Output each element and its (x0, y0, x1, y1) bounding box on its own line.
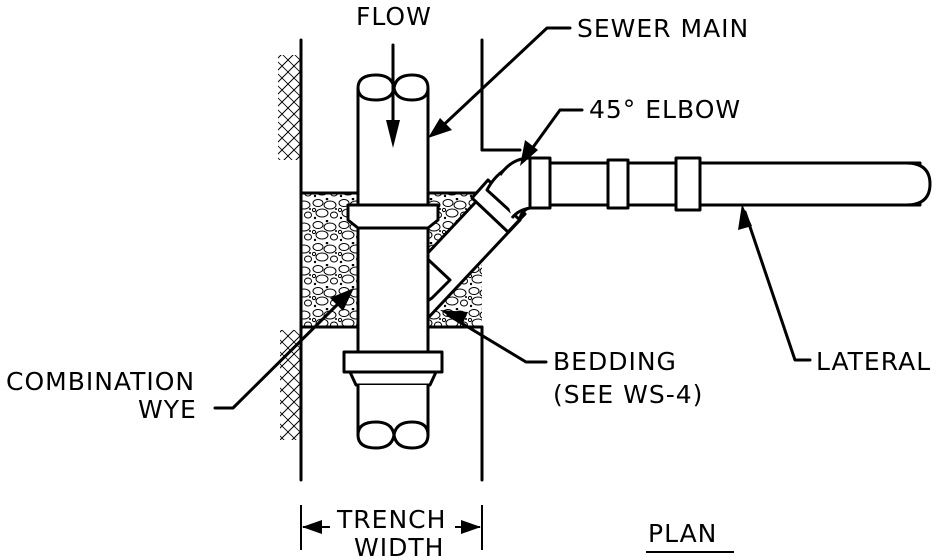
soil-hatch (278, 55, 300, 440)
trench-label-line2: WIDTH (354, 533, 444, 560)
combination-wye-leader (213, 288, 354, 410)
sewer-main-label: SEWER MAIN (577, 14, 749, 43)
lateral-leader (738, 204, 812, 362)
combination-label-line1: COMBINATION (6, 367, 195, 396)
elbow-leader (520, 108, 584, 166)
combination-wye-body (342, 203, 444, 387)
lateral-pipe (548, 156, 932, 212)
bedding-label-line1: BEDDING (553, 347, 677, 376)
bedding-leader (440, 310, 548, 364)
plan-title: PLAN (648, 519, 717, 548)
bedding-label-line2: (SEE WS-4) (553, 380, 703, 409)
elbow-fitting (485, 156, 552, 222)
combination-label-line2: WYE (138, 395, 197, 424)
sewer-main-pipe-lower (356, 385, 430, 450)
trench-width-dimension (300, 505, 483, 550)
lateral-label: LATERAL (816, 347, 931, 376)
elbow-label: 45° ELBOW (589, 95, 741, 124)
sewer-main-leader (428, 26, 572, 138)
trench-label-line1: TRENCH (336, 505, 446, 534)
flow-arrow (386, 43, 400, 148)
flow-label: FLOW (356, 2, 432, 31)
